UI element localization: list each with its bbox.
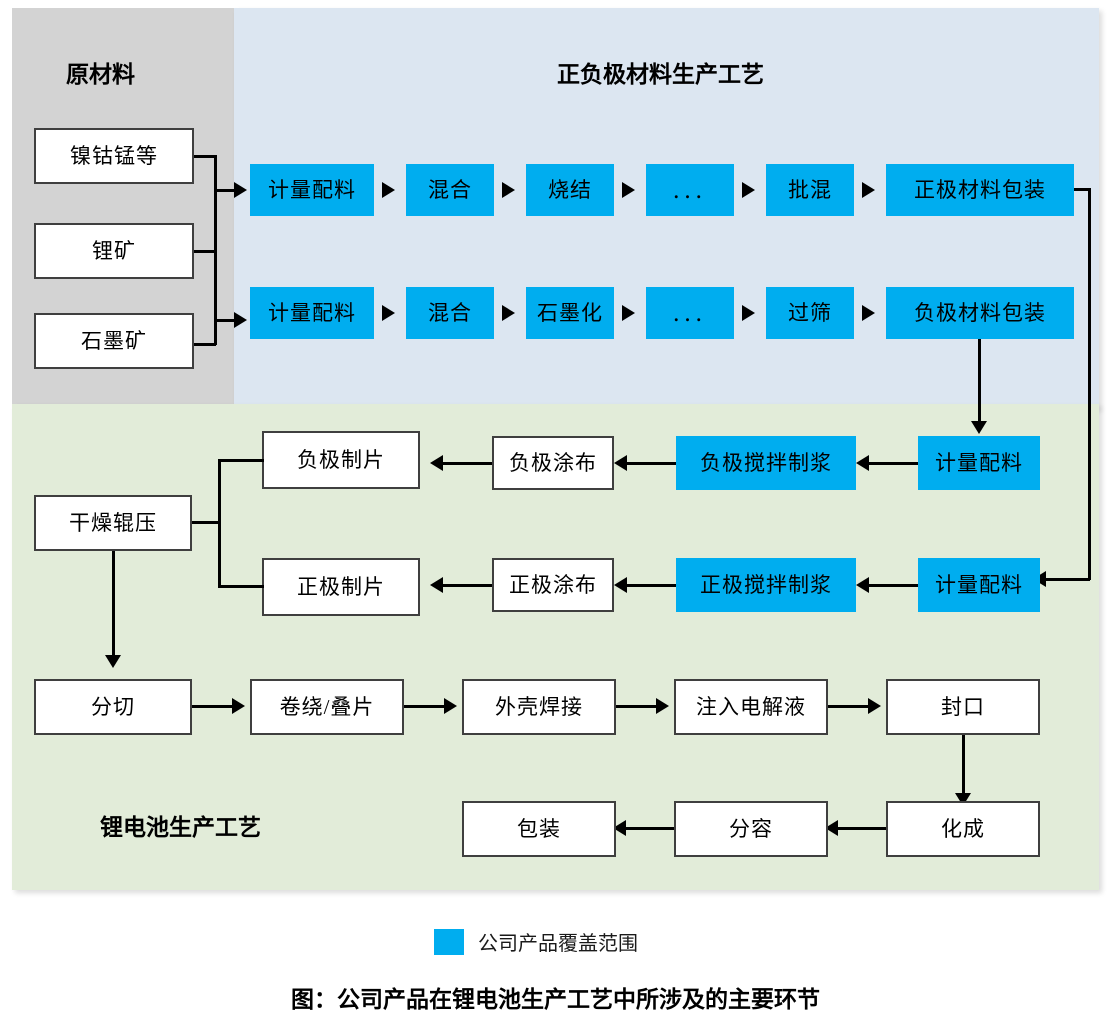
arrow-anode-1-2 <box>502 305 515 321</box>
connector-battery-anode-2-3 <box>443 462 492 465</box>
connector-battery-anode-0-1 <box>869 462 918 465</box>
arrow-into-anode-metering <box>234 312 247 328</box>
connector-raw0-stub <box>194 155 216 158</box>
connector-battery-cathode-1-2 <box>627 584 676 587</box>
connector-raw-lower-bracket <box>214 250 217 345</box>
connector-assembly-2-3 <box>616 705 658 708</box>
connector-finishing-0-1 <box>838 827 886 830</box>
legend-label-company-product: 公司产品覆盖范围 <box>478 933 638 955</box>
connector-to-cathode-line <box>214 189 236 192</box>
arrow-anode-2-3 <box>622 305 635 321</box>
arrow-battery-cathode-2-3 <box>430 577 443 593</box>
node-anode-material-0[interactable]: 计量配料 <box>250 287 374 339</box>
node-finishing-2[interactable]: 包装 <box>462 801 616 857</box>
connector-to-anode-line <box>214 319 236 322</box>
arrow-cathode-1-2 <box>502 182 515 198</box>
arrow-battery-anode-2-3 <box>430 455 443 471</box>
connector-battery-cathode-2-3 <box>443 584 492 587</box>
node-battery-anode-3[interactable]: 负极制片 <box>262 431 420 489</box>
battery-production-panel-title: 锂电池生产工艺 <box>100 814 261 840</box>
connector-cathode-pack-in <box>1046 578 1090 581</box>
connector-drying-to-slitting <box>112 551 115 657</box>
connector-assembly-3-4 <box>828 705 870 708</box>
arrow-battery-cathode-0-1 <box>856 577 869 593</box>
raw-material-panel-title: 原材料 <box>66 61 135 87</box>
node-anode-material-2[interactable]: 石墨化 <box>526 287 614 339</box>
node-cathode-material-3[interactable]: ... <box>646 164 734 216</box>
node-assembly-1[interactable]: 卷绕/叠片 <box>250 679 404 735</box>
arrow-cathode-0-1 <box>382 182 395 198</box>
connector-merge-into-drying <box>190 521 220 524</box>
arrow-assembly-2-3 <box>656 698 669 714</box>
node-cathode-material-5[interactable]: 正极材料包装 <box>886 164 1074 216</box>
connector-anode-plate-out <box>218 459 264 462</box>
arrow-into-slitting <box>105 655 121 668</box>
arrow-anode-0-1 <box>382 305 395 321</box>
node-finishing-1[interactable]: 分容 <box>674 801 828 857</box>
arrow-assembly-3-4 <box>868 698 881 714</box>
node-cathode-material-1[interactable]: 混合 <box>406 164 494 216</box>
connector-assembly-0-1 <box>192 705 234 708</box>
arrow-finishing-1-2 <box>613 820 626 836</box>
node-cathode-material-2[interactable]: 烧结 <box>526 164 614 216</box>
node-battery-cathode-3[interactable]: 正极制片 <box>262 558 420 616</box>
node-assembly-4[interactable]: 封口 <box>886 679 1040 735</box>
node-finishing-0[interactable]: 化成 <box>886 801 1040 857</box>
figure-caption: 图：公司产品在锂电池生产工艺中所涉及的主要环节 <box>291 986 820 1012</box>
node-battery-anode-2[interactable]: 负极涂布 <box>492 436 614 490</box>
node-raw-material-2[interactable]: 石墨矿 <box>34 313 194 369</box>
node-battery-cathode-0[interactable]: 计量配料 <box>918 558 1040 612</box>
node-drying-rolling[interactable]: 干燥辊压 <box>34 495 192 551</box>
arrow-battery-anode-1-2 <box>614 455 627 471</box>
arrow-into-anode-slurry-metering <box>971 421 987 434</box>
node-anode-material-5[interactable]: 负极材料包装 <box>886 287 1074 339</box>
connector-raw1-stub-upper <box>194 250 216 253</box>
connector-raw-upper-bracket <box>214 155 217 252</box>
node-battery-anode-0[interactable]: 计量配料 <box>918 436 1040 490</box>
arrow-finishing-0-1 <box>825 820 838 836</box>
connector-raw2-stub <box>194 343 216 346</box>
arrow-battery-anode-0-1 <box>856 455 869 471</box>
node-battery-cathode-1[interactable]: 正极搅拌制浆 <box>676 558 856 612</box>
arrow-anode-3-4 <box>742 305 755 321</box>
arrow-cathode-4-5 <box>862 182 875 198</box>
node-assembly-2[interactable]: 外壳焊接 <box>462 679 616 735</box>
node-battery-anode-1[interactable]: 负极搅拌制浆 <box>676 436 856 490</box>
node-assembly-0[interactable]: 分切 <box>34 679 192 735</box>
arrow-cathode-2-3 <box>622 182 635 198</box>
node-anode-material-1[interactable]: 混合 <box>406 287 494 339</box>
connector-cathode-pack-down <box>1088 188 1091 580</box>
node-anode-material-3[interactable]: ... <box>646 287 734 339</box>
node-battery-cathode-2[interactable]: 正极涂布 <box>492 558 614 612</box>
connector-finishing-1-2 <box>626 827 674 830</box>
electrode-material-panel-title: 正负极材料生产工艺 <box>557 61 764 87</box>
node-cathode-material-0[interactable]: 计量配料 <box>250 164 374 216</box>
arrow-assembly-0-1 <box>232 698 245 714</box>
connector-sealing-to-formation <box>962 735 965 795</box>
node-assembly-3[interactable]: 注入电解液 <box>674 679 828 735</box>
connector-battery-cathode-0-1 <box>869 584 918 587</box>
node-cathode-material-4[interactable]: 批混 <box>766 164 854 216</box>
arrow-battery-cathode-1-2 <box>614 577 627 593</box>
arrow-anode-4-5 <box>862 305 875 321</box>
node-raw-material-1[interactable]: 锂矿 <box>34 223 194 279</box>
legend-swatch-company-product <box>434 928 464 955</box>
node-raw-material-0[interactable]: 镍钴锰等 <box>34 128 194 184</box>
connector-battery-anode-1-2 <box>627 462 676 465</box>
arrow-into-cathode-metering <box>234 182 247 198</box>
arrow-cathode-3-4 <box>742 182 755 198</box>
legend: 公司产品覆盖范围 <box>434 927 638 956</box>
connector-assembly-1-2 <box>404 705 446 708</box>
connector-cathode-pack-out <box>1074 188 1090 191</box>
connector-cathode-plate-out <box>218 585 264 588</box>
connector-anode-pack-down <box>978 339 981 423</box>
arrow-assembly-1-2 <box>444 698 457 714</box>
node-anode-material-4[interactable]: 过筛 <box>766 287 854 339</box>
